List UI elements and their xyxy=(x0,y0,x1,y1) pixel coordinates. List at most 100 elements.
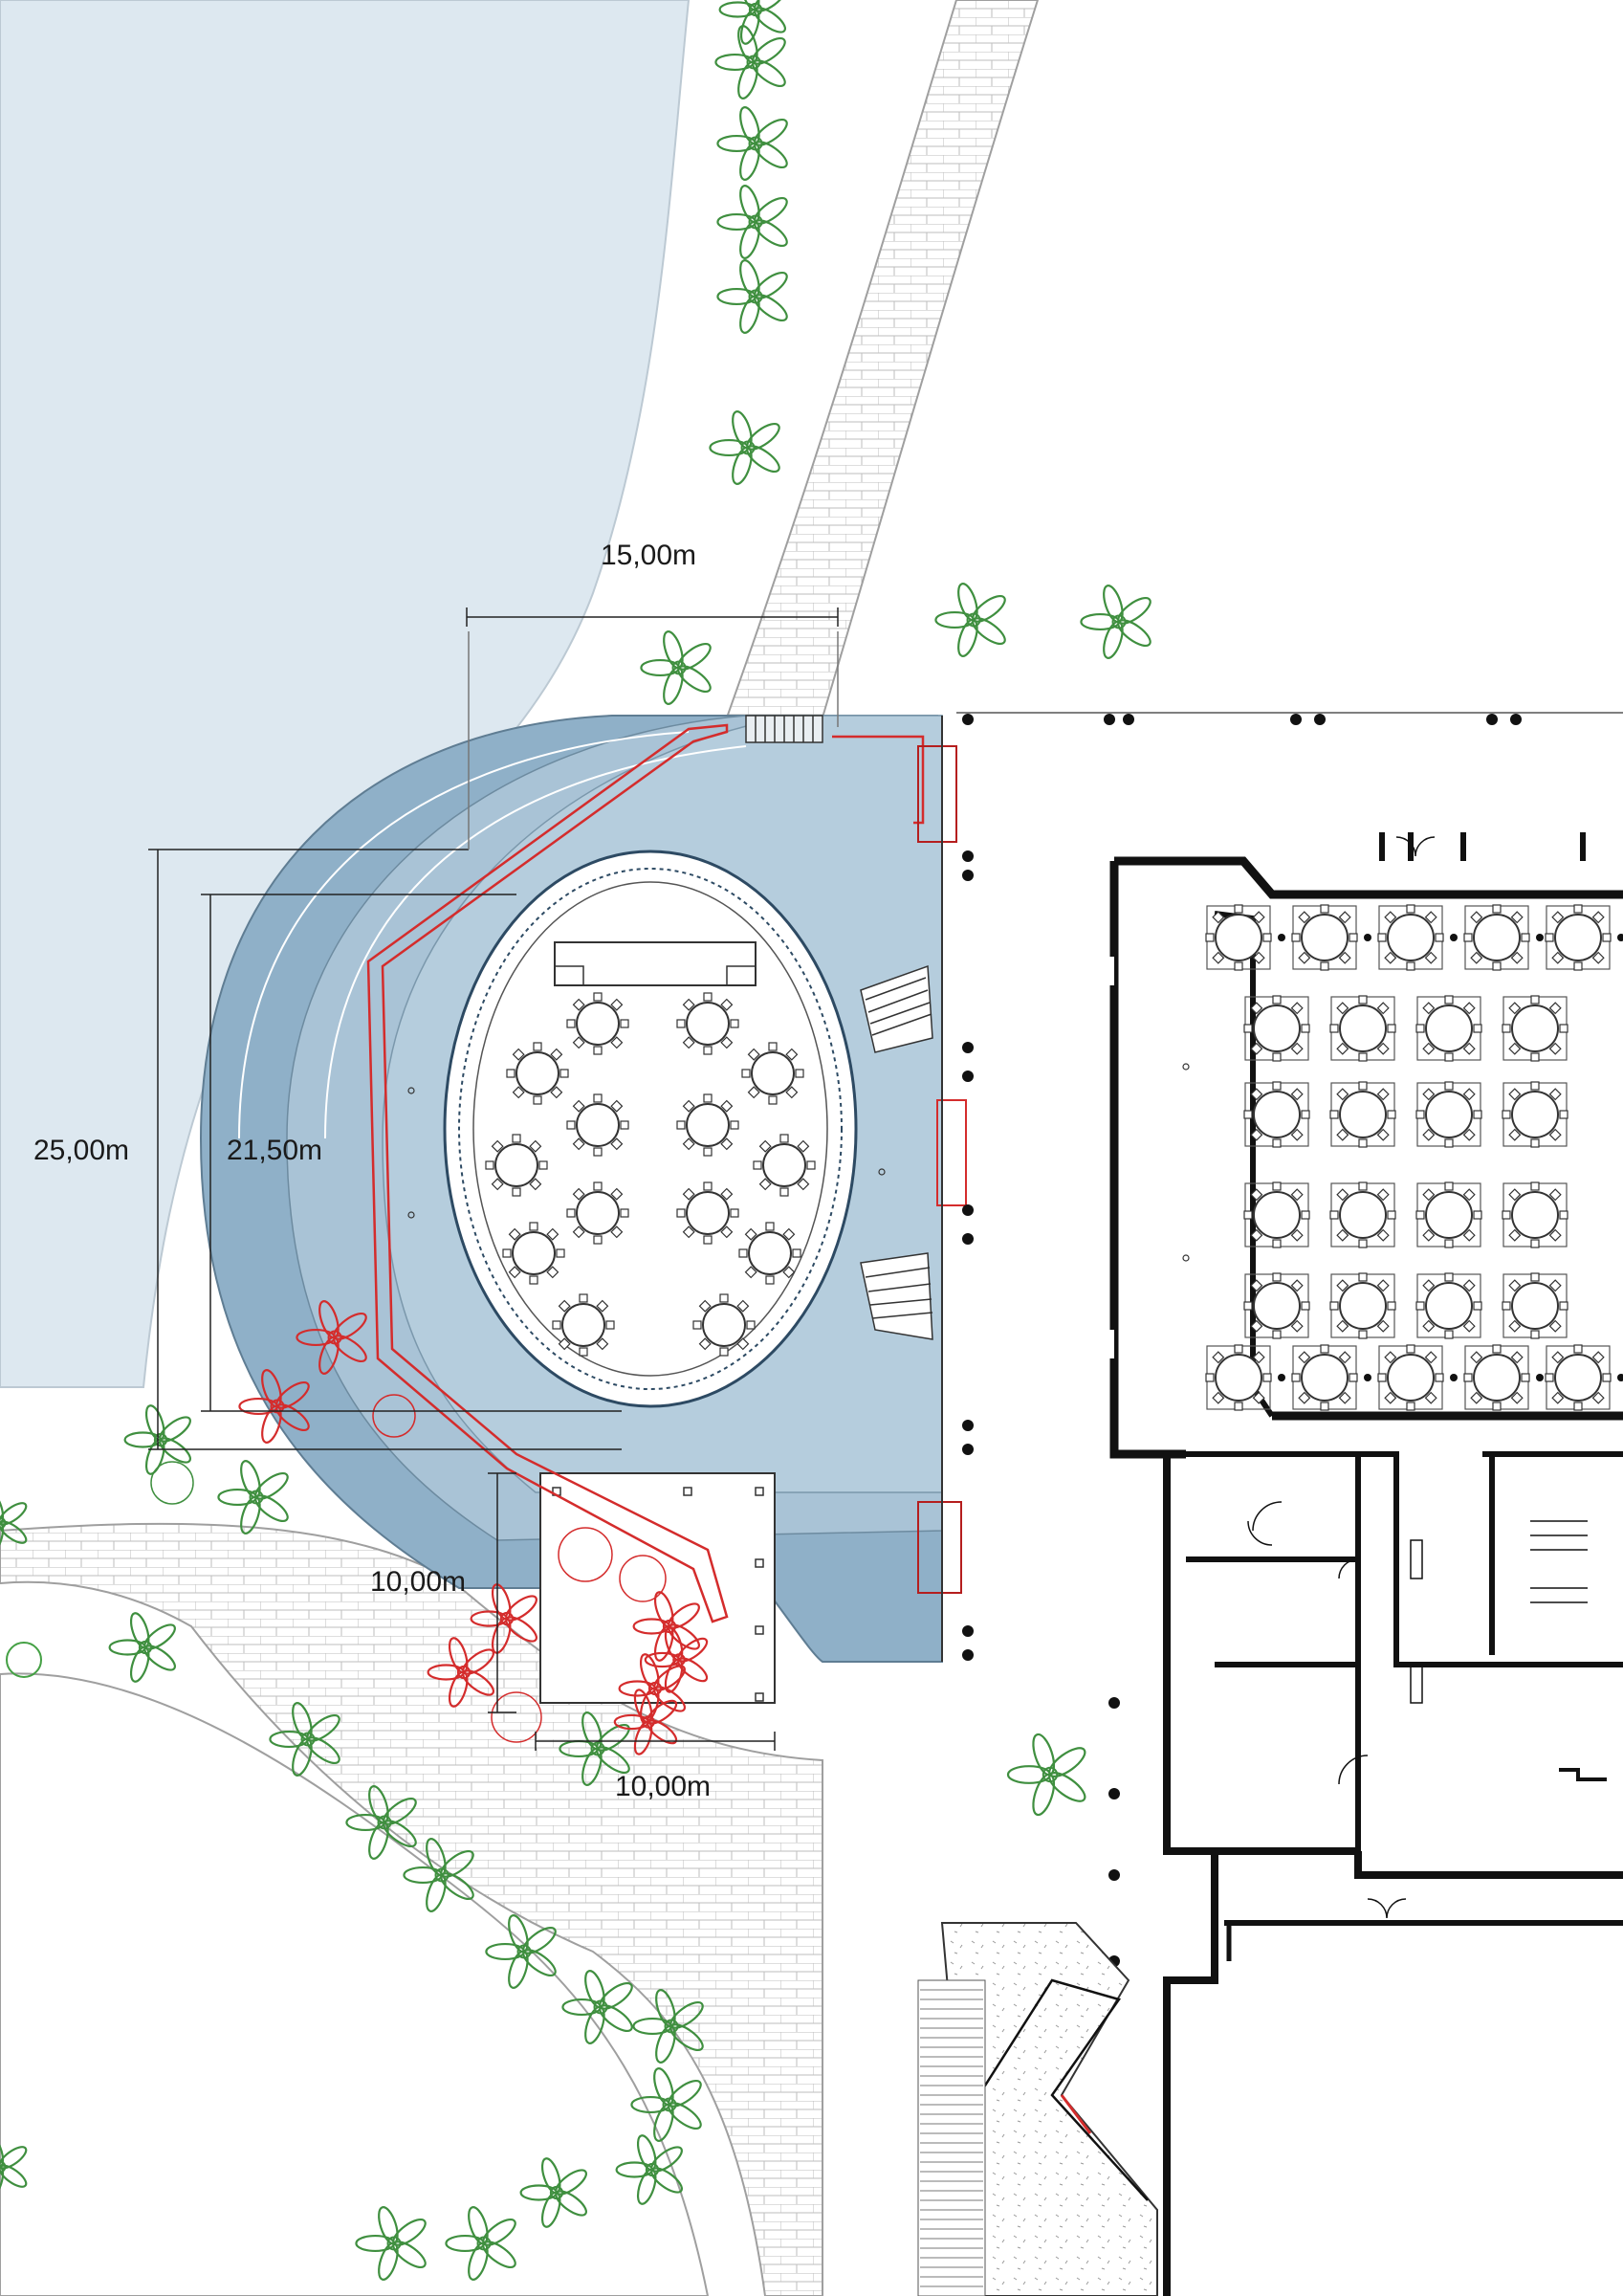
round-table xyxy=(1205,904,1272,971)
green-tree-icon xyxy=(217,1460,289,1534)
round-table xyxy=(676,992,739,1055)
bollard xyxy=(962,1071,974,1082)
dimension-label-outer-depth: 25,00m xyxy=(33,1135,129,1166)
marker-dot xyxy=(407,1087,415,1094)
round-table xyxy=(1329,1081,1396,1148)
round-table xyxy=(566,992,629,1055)
round-table xyxy=(1205,1344,1272,1411)
round-table xyxy=(1243,1181,1310,1248)
banquet-table xyxy=(1329,1081,1396,1148)
red-tree-icon xyxy=(427,1637,494,1708)
bollard xyxy=(1123,714,1134,725)
red-shrub-icon xyxy=(372,1394,416,1438)
bollard xyxy=(962,1649,974,1661)
dimension-label-inner-depth: 21,50m xyxy=(227,1135,322,1166)
green-tree-icon xyxy=(716,185,788,259)
green-tree-icon xyxy=(559,1711,630,1786)
banquet-table xyxy=(1463,904,1544,971)
round-table xyxy=(1291,904,1358,971)
banquet-tables xyxy=(1205,904,1623,1411)
round-table xyxy=(1329,1181,1396,1248)
planting xyxy=(0,0,1190,2281)
banquet-table xyxy=(1545,1344,1623,1411)
round-table xyxy=(1545,1344,1612,1411)
green-tree-icon xyxy=(445,2206,516,2281)
banquet-table xyxy=(1502,1181,1568,1248)
bollard xyxy=(962,1042,974,1053)
round-table xyxy=(738,1222,801,1285)
building xyxy=(1105,832,1623,2296)
round-table xyxy=(566,1093,629,1157)
green-tree-icon xyxy=(716,106,788,181)
green-tree-icon xyxy=(561,1970,633,2044)
marker-dot xyxy=(1182,1063,1190,1071)
round-table xyxy=(692,1293,756,1357)
round-table xyxy=(485,1134,548,1197)
platform-bollards xyxy=(552,1487,764,1702)
bollard xyxy=(962,714,974,725)
marker-dot xyxy=(878,1168,886,1176)
bollard xyxy=(1314,714,1326,725)
dimension-label-platform-width: 10,00m xyxy=(615,1771,711,1802)
green-tree-icon xyxy=(718,0,786,45)
green-tree-icon xyxy=(1080,585,1151,659)
green-tree-icon xyxy=(640,630,712,705)
banquet-table xyxy=(1502,1272,1568,1339)
green-tree-icon xyxy=(269,1702,340,1777)
green-tree-icon xyxy=(403,1838,474,1912)
red-tree-icon xyxy=(644,1626,709,1693)
round-table xyxy=(506,1042,569,1105)
bollard xyxy=(962,1233,974,1245)
terrace-bollards xyxy=(962,714,1522,1967)
banquet-table xyxy=(1291,1344,1371,1411)
banquet-table xyxy=(1329,1272,1396,1339)
round-table xyxy=(1377,1344,1444,1411)
bollard xyxy=(962,1625,974,1637)
round-table xyxy=(741,1042,804,1105)
banquet-table xyxy=(1243,995,1310,1062)
red-railing xyxy=(366,723,729,1623)
round-table xyxy=(1415,1081,1482,1148)
bollard xyxy=(1290,714,1302,725)
shrub-icon xyxy=(6,1642,42,1678)
bollard xyxy=(962,870,974,881)
round-table xyxy=(1243,1272,1310,1339)
green-tree-icon xyxy=(123,1404,191,1475)
green-tree-icon xyxy=(709,410,780,485)
green-tree-icon xyxy=(934,583,1006,657)
bollard xyxy=(962,850,974,862)
round-table xyxy=(502,1222,565,1285)
banquet-table xyxy=(1545,904,1623,971)
banquet-table xyxy=(1377,1344,1458,1411)
green-tree-icon xyxy=(615,2134,683,2205)
hall-stairs-east xyxy=(860,964,933,1340)
bollard xyxy=(962,1420,974,1431)
green-tree-icon xyxy=(355,2206,427,2281)
bollard xyxy=(1510,714,1522,725)
round-table xyxy=(1415,1181,1482,1248)
bollard xyxy=(1108,1788,1120,1799)
banquet-table xyxy=(1243,1181,1310,1248)
dimension-label-width-top: 15,00m xyxy=(601,540,696,571)
round-table xyxy=(1377,904,1444,971)
green-tree-icon xyxy=(485,1914,557,1989)
banquet-table xyxy=(1415,1081,1482,1148)
green-tree-icon xyxy=(108,1612,176,1683)
bollard xyxy=(1104,714,1115,725)
banquet-table xyxy=(1329,995,1396,1062)
stairs-north xyxy=(745,715,823,743)
round-table xyxy=(1502,1272,1568,1339)
building-doors xyxy=(1247,1501,1588,1919)
bollard xyxy=(1486,714,1498,725)
red-feature-east xyxy=(936,1099,967,1206)
marker-dot xyxy=(1182,1254,1190,1262)
banquet-table xyxy=(1291,904,1371,971)
paved-path-north xyxy=(725,0,1040,718)
round-table xyxy=(1415,995,1482,1062)
shrub-icon xyxy=(150,1461,194,1505)
bollard xyxy=(1108,1697,1120,1709)
banquet-table xyxy=(1205,904,1285,971)
banquet-table xyxy=(1415,1272,1482,1339)
banquet-table xyxy=(1243,1081,1310,1148)
